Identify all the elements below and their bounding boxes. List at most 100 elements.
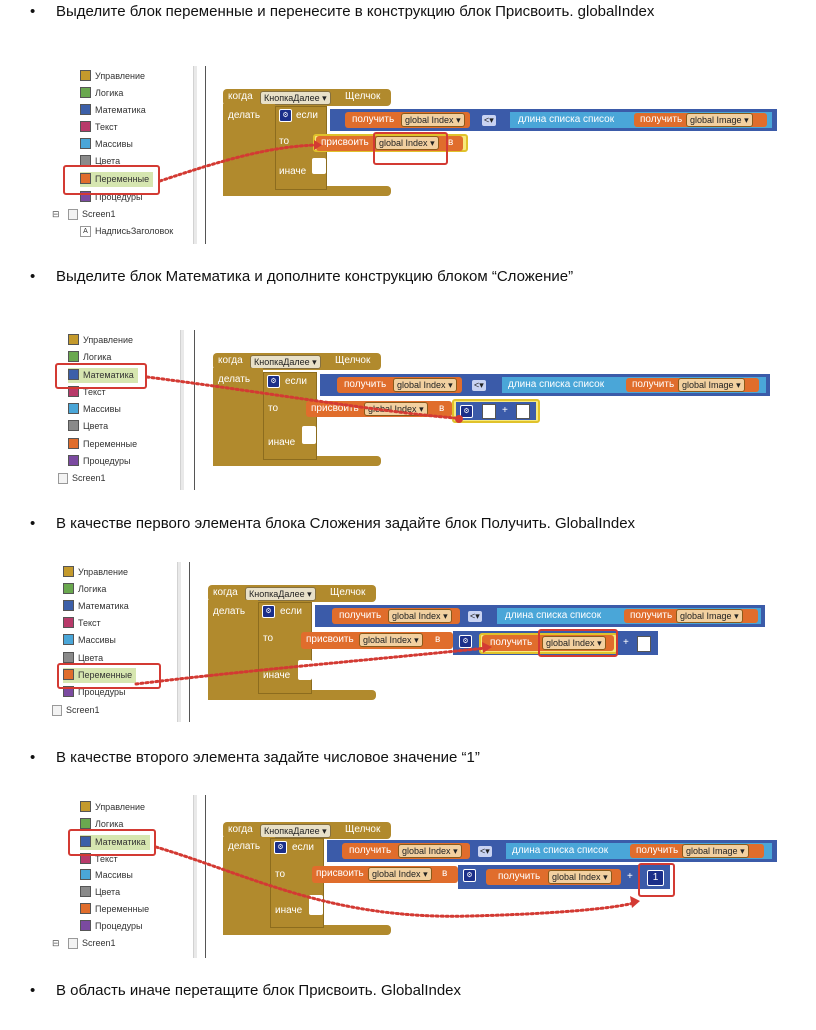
- palette-item-colors[interactable]: Цвета: [63, 651, 103, 666]
- collapse-icon[interactable]: ⊟: [52, 209, 60, 219]
- gear-icon[interactable]: ⚙: [279, 109, 292, 122]
- gear-icon[interactable]: ⚙: [274, 841, 287, 854]
- set-global-index-block[interactable]: присвоить global Index ▾ в: [312, 866, 458, 883]
- less-than-operator[interactable]: <▾: [478, 846, 492, 857]
- palette-item-control[interactable]: Управление: [80, 69, 145, 84]
- addend-socket-1[interactable]: [482, 404, 496, 419]
- palette-item-lists[interactable]: Массивы: [63, 633, 116, 648]
- addend-socket-2[interactable]: [637, 636, 651, 652]
- step-1-text: •Выделите блок переменные и перенесите в…: [30, 3, 655, 20]
- palette-item-math[interactable]: Математика: [80, 835, 150, 850]
- global-image-dropdown[interactable]: global Image ▾: [678, 378, 745, 392]
- global-image-dropdown[interactable]: global Image ▾: [682, 844, 749, 858]
- tree-screen1[interactable]: ⊟Screen1: [52, 207, 116, 222]
- gear-icon[interactable]: ⚙: [267, 375, 280, 388]
- palette-item-logic[interactable]: Логика: [68, 350, 111, 365]
- palette-item-math[interactable]: Математика: [63, 599, 129, 614]
- get-global-index-added-block[interactable]: получить global Index ▾: [486, 869, 621, 885]
- palette-item-text[interactable]: Текст: [80, 852, 118, 867]
- global-image-dropdown[interactable]: global Image ▾: [676, 609, 743, 623]
- palette-item-control[interactable]: Управление: [68, 333, 133, 348]
- button-dropdown[interactable]: КнопкаДалее ▾: [260, 824, 331, 838]
- get-global-image-block[interactable]: получить global Image ▾: [624, 609, 758, 623]
- global-index-dropdown[interactable]: global Index ▾: [388, 609, 452, 623]
- event-when-block[interactable]: когда КнопкаДалее ▾ Щелчок: [223, 89, 391, 106]
- added-index-dropdown[interactable]: global Index ▾: [542, 636, 606, 650]
- get-global-image-block[interactable]: получить global Image ▾: [634, 113, 767, 127]
- palette-item-logic[interactable]: Логика: [80, 86, 123, 101]
- set-index-dropdown[interactable]: global Index ▾: [359, 633, 423, 647]
- procedures-swatch-icon: [68, 455, 79, 467]
- button-dropdown[interactable]: КнопкаДалее ▾: [250, 355, 321, 369]
- get-global-image-block[interactable]: получить global Image ▾: [630, 844, 764, 858]
- get-global-index-block[interactable]: получить global Index ▾: [342, 843, 470, 859]
- gear-icon[interactable]: ⚙: [459, 635, 472, 648]
- palette-item-logic[interactable]: Логика: [63, 582, 106, 597]
- set-global-index-block[interactable]: присвоить global Index ▾ в: [301, 632, 453, 649]
- event-when-block[interactable]: когда КнопкаДалее ▾ Щелчок: [208, 585, 376, 602]
- palette-item-math[interactable]: Математика: [68, 368, 138, 383]
- global-image-dropdown[interactable]: global Image ▾: [686, 113, 753, 127]
- get-global-index-block[interactable]: получить global Index ▾: [332, 608, 460, 624]
- palette-item-variables[interactable]: Переменные: [80, 902, 149, 917]
- palette-item-variables[interactable]: Переменные: [63, 668, 137, 683]
- palette-item-logic[interactable]: Логика: [80, 817, 123, 832]
- palette-item-control[interactable]: Управление: [80, 800, 145, 815]
- palette-item-procedures[interactable]: Процедуры: [80, 919, 142, 934]
- palette-item-colors[interactable]: Цвета: [68, 419, 108, 434]
- event-when-block[interactable]: когда КнопкаДалее ▾ Щелчок: [223, 822, 391, 839]
- global-index-dropdown[interactable]: global Index ▾: [401, 113, 465, 127]
- tree-screen1[interactable]: ⊟Screen1: [52, 936, 116, 951]
- get-global-index-added-block[interactable]: получить global Index ▾: [482, 635, 614, 651]
- screen-icon: [68, 209, 78, 221]
- gear-icon[interactable]: ⚙: [262, 605, 275, 618]
- get-global-image-block[interactable]: получить global Image ▾: [626, 378, 759, 392]
- palette-item-lists[interactable]: Массивы: [80, 868, 133, 883]
- added-index-dropdown[interactable]: global Index ▾: [548, 870, 612, 884]
- less-than-operator[interactable]: <▾: [468, 611, 482, 622]
- event-when-block[interactable]: когда КнопкаДалее ▾ Щелчок: [213, 353, 381, 370]
- variables-swatch-icon: [80, 903, 91, 915]
- get-global-index-block[interactable]: получить global Index ▾: [337, 377, 462, 393]
- logic-swatch-icon: [80, 818, 91, 830]
- palette-item-variables[interactable]: Переменные: [68, 437, 137, 452]
- palette-item-text[interactable]: Текст: [68, 385, 106, 400]
- less-than-operator[interactable]: <▾: [472, 380, 486, 391]
- tree-screen1[interactable]: Screen1: [52, 703, 100, 718]
- palette-item-colors[interactable]: Цвета: [80, 885, 120, 900]
- set-global-index-block[interactable]: присвоить global Index ▾ в: [316, 136, 463, 151]
- button-dropdown[interactable]: КнопкаДалее ▾: [260, 91, 331, 105]
- colors-swatch-icon: [63, 652, 74, 664]
- highlight-number-one: [638, 863, 675, 897]
- palette-item-text[interactable]: Текст: [80, 120, 118, 135]
- set-index-dropdown[interactable]: global Index ▾: [375, 136, 439, 150]
- palette-item-variables[interactable]: Переменные: [80, 172, 154, 187]
- palette-item-procedures[interactable]: Процедуры: [68, 454, 130, 469]
- gear-icon[interactable]: ⚙: [463, 869, 476, 882]
- set-index-dropdown[interactable]: global Index ▾: [368, 867, 432, 881]
- get-global-index-block[interactable]: получить global Index ▾: [345, 112, 470, 128]
- tree-screen1[interactable]: Screen1: [58, 471, 106, 486]
- palette-item-text[interactable]: Текст: [63, 616, 101, 631]
- collapse-icon[interactable]: ⊟: [52, 938, 60, 948]
- global-index-dropdown[interactable]: global Index ▾: [398, 844, 462, 858]
- palette-item-lists[interactable]: Массивы: [80, 137, 133, 152]
- palette-item-lists[interactable]: Массивы: [68, 402, 121, 417]
- palette-item-math[interactable]: Математика: [80, 103, 146, 118]
- step-2-text: •Выделите блок Математика и дополните ко…: [30, 268, 574, 285]
- gear-icon[interactable]: ⚙: [460, 405, 473, 418]
- variables-swatch-icon: [63, 669, 74, 681]
- addend-socket-2[interactable]: [516, 404, 530, 419]
- global-index-dropdown[interactable]: global Index ▾: [393, 378, 457, 392]
- number-one-block[interactable]: 1: [647, 870, 664, 886]
- screen-icon: [58, 473, 68, 485]
- palette-item-procedures[interactable]: Процедуры: [80, 190, 142, 205]
- palette-item-control[interactable]: Управление: [63, 565, 128, 580]
- math-swatch-icon: [80, 104, 91, 116]
- button-dropdown[interactable]: КнопкаДалее ▾: [245, 587, 316, 601]
- palette-item-procedures[interactable]: Процедуры: [63, 685, 125, 700]
- text-swatch-icon: [68, 386, 79, 398]
- logic-swatch-icon: [68, 351, 79, 363]
- less-than-operator[interactable]: <▾: [482, 115, 496, 126]
